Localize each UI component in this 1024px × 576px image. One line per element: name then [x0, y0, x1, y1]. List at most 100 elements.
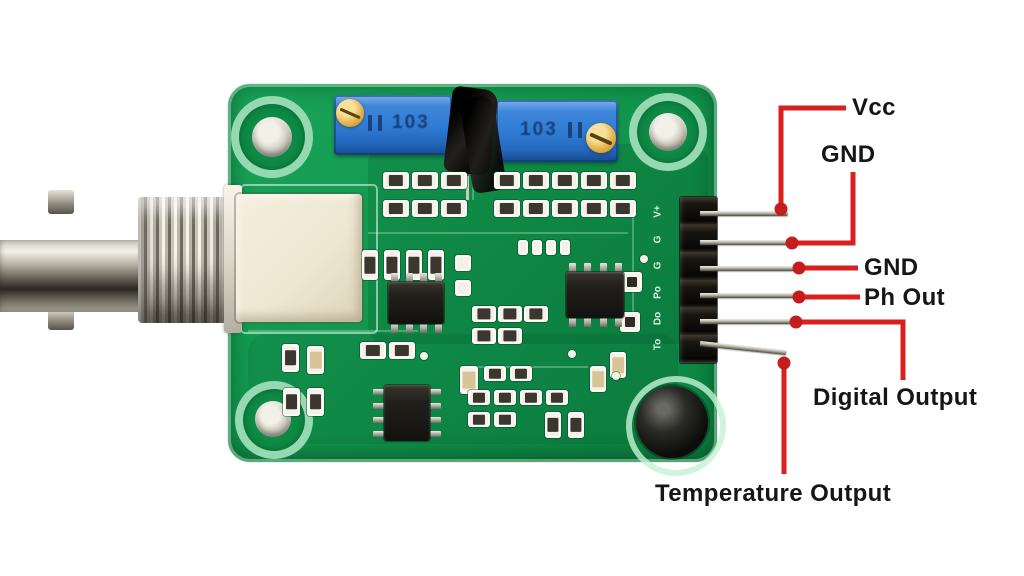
- smd-component: [510, 366, 532, 381]
- ic-pin: [569, 263, 576, 273]
- header-pin-phout[interactable]: [700, 293, 798, 298]
- smd-component: [498, 328, 522, 344]
- smd-component: [494, 412, 516, 427]
- digital-output-line: [796, 319, 906, 380]
- ic-pin: [435, 273, 442, 283]
- ic-chip: [388, 282, 444, 324]
- pin-header: [680, 197, 717, 363]
- smd-component: [545, 412, 561, 438]
- smd-component: [498, 306, 522, 322]
- bnc-bayonet-stud: [48, 190, 74, 214]
- smd-component: [581, 172, 607, 189]
- ic-pin: [405, 273, 413, 283]
- ic-pin: [373, 431, 385, 437]
- ic-pin: [429, 417, 441, 423]
- smd-component: [610, 352, 626, 378]
- smd-component: [568, 412, 584, 438]
- smd-component: [455, 255, 471, 271]
- smd-component: [455, 280, 471, 296]
- ic-chip: [566, 272, 624, 318]
- smd-component: [441, 200, 467, 217]
- ic-pin: [391, 323, 398, 333]
- component-lead: [466, 176, 469, 200]
- temperature-output-dot: [777, 356, 791, 370]
- smd-component: [494, 200, 520, 217]
- gnd-top-line: [792, 172, 856, 246]
- mounting-hole: [252, 117, 292, 157]
- gnd-mid-label: GND: [864, 254, 919, 281]
- smd-component: [590, 366, 606, 392]
- via: [640, 255, 648, 263]
- black-round-component: [636, 386, 708, 458]
- via: [420, 352, 428, 360]
- header-pin-digital[interactable]: [700, 319, 794, 324]
- via: [568, 350, 576, 358]
- smd-component: [560, 240, 570, 255]
- pot-tick: [568, 122, 572, 138]
- smd-component: [307, 388, 324, 416]
- silkscreen-label: To: [652, 338, 664, 351]
- bnc-barrel[interactable]: [0, 240, 142, 312]
- ic-pin: [584, 317, 592, 327]
- smd-component: [523, 200, 549, 217]
- smd-component: [468, 412, 490, 427]
- ic-pin: [405, 323, 413, 333]
- smd-component: [412, 200, 438, 217]
- digital-output-label: Digital Output: [813, 384, 978, 411]
- ic-pin: [435, 323, 442, 333]
- pot-tick: [378, 115, 382, 131]
- trimpot-marking: 103: [520, 119, 558, 140]
- ic-pin: [373, 403, 385, 409]
- silkscreen-label: V+: [652, 205, 664, 218]
- pot-tick: [578, 122, 582, 138]
- ic-pin: [615, 263, 622, 273]
- smd-component: [546, 240, 556, 255]
- smd-component: [282, 344, 299, 372]
- pcb-trace: [632, 204, 634, 324]
- component-ring: [626, 376, 726, 476]
- trimpot-screw[interactable]: [586, 123, 616, 153]
- smd-component: [520, 390, 542, 405]
- ic-pin: [599, 317, 607, 327]
- ic-pin: [569, 317, 576, 327]
- mounting-hole: [649, 113, 687, 151]
- smd-component: [412, 172, 438, 189]
- ic-pin: [373, 417, 385, 423]
- header-pin-gnd2[interactable]: [700, 266, 797, 271]
- mounting-hole-ring: [235, 381, 313, 459]
- ic-pin: [584, 263, 592, 273]
- smd-component: [307, 346, 324, 374]
- ph-out-label: Ph Out: [864, 284, 946, 311]
- temperature-output-label: Temperature Output: [655, 480, 892, 507]
- smd-component: [532, 240, 542, 255]
- header-pin-gnd1[interactable]: [700, 240, 792, 245]
- bnc-threaded-collar: [138, 197, 230, 323]
- smd-component: [468, 390, 490, 405]
- silkscreen-label: Do: [652, 311, 664, 326]
- smd-component: [362, 250, 378, 280]
- pot-tick: [368, 115, 372, 131]
- bnc-base-body: [236, 194, 362, 322]
- ic-pin: [429, 389, 441, 395]
- smd-component: [283, 388, 300, 416]
- pcb-trace: [368, 232, 628, 234]
- smd-component: [484, 366, 506, 381]
- silkscreen-label: Po: [652, 286, 664, 299]
- bnc-bayonet-stud: [48, 308, 74, 330]
- smd-component: [552, 200, 578, 217]
- smd-component: [383, 200, 409, 217]
- pcb-trace: [248, 330, 418, 332]
- smd-component: [581, 200, 607, 217]
- smd-component: [610, 172, 636, 189]
- ic-pin: [373, 389, 385, 395]
- header-pin-vcc[interactable]: [700, 211, 788, 216]
- trimpot-screw[interactable]: [336, 99, 364, 127]
- smd-component: [518, 240, 528, 255]
- smd-component: [552, 172, 578, 189]
- smd-component: [389, 342, 415, 359]
- smd-component: [620, 312, 640, 332]
- smd-component: [360, 342, 386, 359]
- vcc-label: Vcc: [852, 94, 896, 121]
- ic-pin: [391, 273, 398, 283]
- silkscreen-label: G: [652, 235, 664, 244]
